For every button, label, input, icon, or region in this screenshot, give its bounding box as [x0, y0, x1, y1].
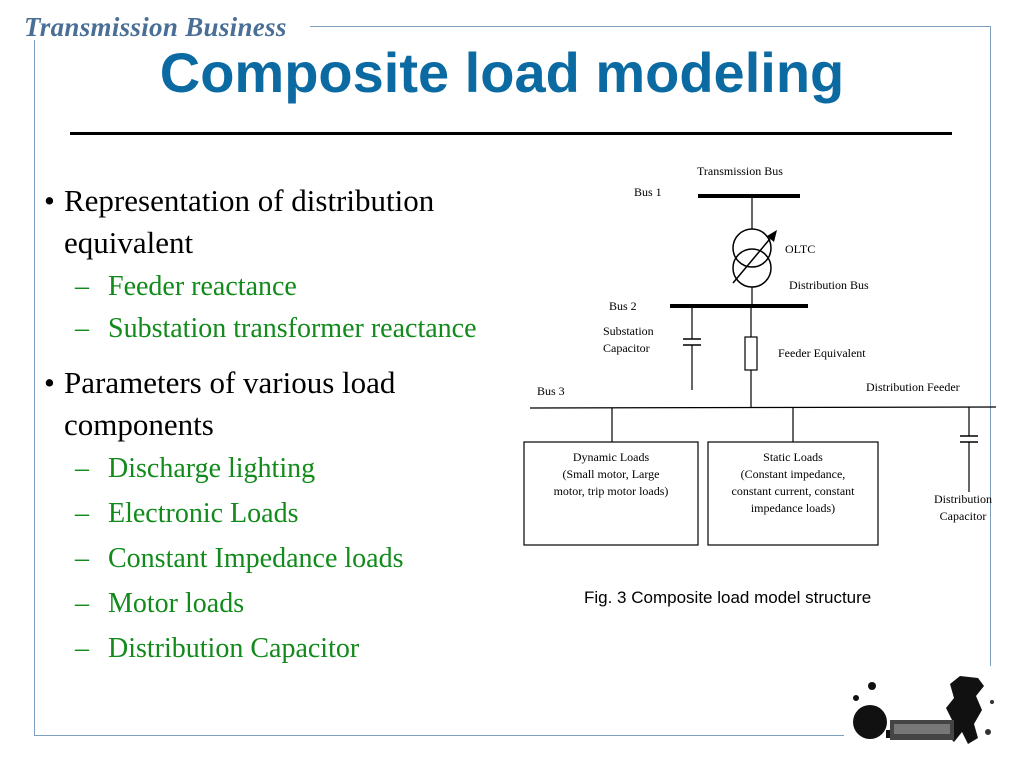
- dynamic-loads-box: [523, 441, 699, 546]
- bus3-bar: [529, 406, 997, 409]
- brand-header: Transmission Business: [24, 12, 287, 42]
- bullet-text: Parameters of various load components: [64, 365, 396, 442]
- distribution-capacitor-label: Capacitor: [940, 509, 987, 523]
- page-title: Composite load modeling: [159, 41, 845, 104]
- frame-bottom-line: [34, 735, 844, 736]
- static-loads-label: (Constant impedance,: [741, 467, 846, 481]
- distribution-bus-label: Distribution Bus: [789, 278, 869, 292]
- sub-bullet-item: –Substation transformer reactance: [42, 310, 512, 348]
- bus3-label: Bus 3: [537, 384, 565, 398]
- sub-bullet-item: –Motor loads: [42, 585, 512, 623]
- oltc-label: OLTC: [785, 242, 815, 256]
- distribution-capacitor-label: Distribution: [934, 492, 992, 506]
- sub-bullet-text: Constant Impedance loads: [108, 543, 404, 574]
- dynamic-loads-label: Dynamic Loads: [573, 450, 650, 464]
- sub-bullet-text: Substation transformer reactance: [108, 313, 477, 344]
- dash-marker: –: [75, 543, 89, 574]
- bullet-text: Representation of distribution equivalen…: [64, 183, 435, 260]
- static-loads-label: constant current, constant: [732, 484, 856, 498]
- transformer-primary-coil: [732, 228, 772, 268]
- static-loads-label: Static Loads: [763, 450, 823, 464]
- bullet-dot: •: [44, 183, 55, 218]
- sub-bullet-text: Electronic Loads: [108, 498, 299, 529]
- bus1-label: Bus 1: [634, 185, 662, 199]
- feeder-equivalent-impedance: [744, 336, 758, 371]
- sub-bullet-item: –Distribution Capacitor: [42, 630, 512, 668]
- dash-marker: –: [75, 498, 89, 529]
- sub-bullet-text: Discharge lighting: [108, 453, 316, 484]
- sub-bullet-text: Motor loads: [108, 588, 245, 619]
- sub-bullet-item: –Constant Impedance loads: [42, 540, 512, 578]
- sub-bullet-text: Feeder reactance: [108, 271, 297, 302]
- bus2-label: Bus 2: [609, 299, 637, 313]
- frame-right-line: [990, 26, 991, 666]
- substation-capacitor-label: Substation: [603, 324, 654, 338]
- bullet-item: • Representation of distribution equivale…: [42, 180, 512, 264]
- oltc-arrow: [732, 233, 775, 284]
- transformer-secondary-coil: [732, 248, 772, 288]
- oltc-arrow-head: [767, 230, 777, 242]
- bullet-dot: •: [44, 365, 55, 400]
- feeder-equivalent-label: Feeder Equivalent: [778, 346, 866, 360]
- figure-caption: Fig. 3 Composite load model structure: [584, 588, 872, 607]
- static-loads-label: impedance loads): [751, 501, 835, 515]
- sub-bullet-item: –Electronic Loads: [42, 495, 512, 533]
- static-loads-box: [707, 441, 879, 546]
- dash-marker: –: [75, 588, 89, 619]
- sub-bullet-text: Distribution Capacitor: [108, 633, 360, 664]
- dash-marker: –: [75, 313, 89, 344]
- dash-marker: –: [75, 633, 89, 664]
- distribution-feeder-label: Distribution Feeder: [866, 380, 960, 394]
- title-divider: [70, 132, 952, 135]
- bullet-list: • Representation of distribution equivale…: [42, 174, 512, 668]
- vendor-logo-icon: [853, 676, 994, 744]
- sub-bullet-item: –Feeder reactance: [42, 268, 512, 306]
- bullet-item: • Parameters of various load components: [42, 362, 512, 446]
- frame-top-line: [310, 26, 990, 27]
- substation-capacitor-label: Capacitor: [603, 341, 650, 355]
- sub-bullet-item: –Discharge lighting: [42, 450, 512, 488]
- dash-marker: –: [75, 453, 89, 484]
- dash-marker: –: [75, 271, 89, 302]
- dynamic-loads-label: motor, trip motor loads): [554, 484, 669, 498]
- dynamic-loads-label: (Small motor, Large: [563, 467, 660, 481]
- transmission-bus-label: Transmission Bus: [697, 164, 783, 178]
- frame-left-line: [34, 40, 35, 736]
